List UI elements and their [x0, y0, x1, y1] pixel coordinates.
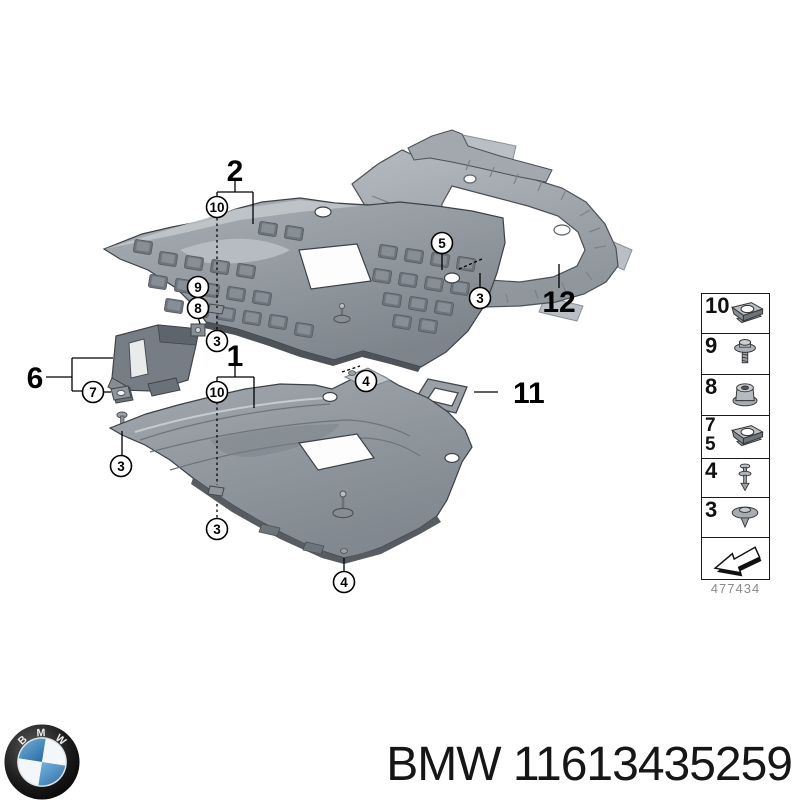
direction-of-travel-arrow-icon	[706, 540, 766, 580]
svg-text:8: 8	[194, 301, 202, 316]
callout-3-frame: 3	[468, 286, 492, 310]
part-bracket	[107, 323, 206, 397]
callout-7: 7	[81, 380, 105, 404]
screw-lower-shield	[332, 490, 354, 519]
svg-text:3: 3	[213, 522, 221, 537]
expansion-rivet-icon	[721, 461, 769, 496]
flanged-plastic-nut-icon	[721, 377, 769, 413]
legend-row-3: 3	[702, 498, 769, 538]
part-number-text: BMW 11613435259	[386, 738, 793, 791]
speed-nut-clip-icon	[721, 418, 769, 454]
callout-5: 5	[430, 231, 454, 255]
speed-nut-clip-icon	[721, 296, 769, 330]
part-label-6: 6	[27, 362, 44, 395]
leader-lines	[46, 181, 560, 571]
part-label-11: 11	[513, 377, 545, 410]
legend-row-10: 10	[702, 294, 769, 334]
hardware-clip-lower	[207, 485, 225, 497]
part-label-2: 2	[227, 155, 244, 188]
legend-row-4: 4	[702, 459, 769, 498]
bmw-logo: B M W	[4, 724, 80, 800]
part-clip-7	[110, 385, 134, 404]
callout-10-lower: 10	[205, 380, 229, 404]
svg-text:10: 10	[209, 200, 224, 215]
svg-text:9: 9	[194, 280, 202, 295]
legend-number: 10	[705, 293, 730, 318]
callout-4-upper: 4	[354, 369, 378, 393]
hex-bolt-washer-icon	[721, 336, 769, 372]
svg-text:3: 3	[476, 291, 484, 306]
svg-text:3: 3	[117, 459, 125, 474]
hardware-clip-upper	[207, 303, 225, 315]
legend-number: 3	[705, 497, 718, 522]
legend-row-arrow	[702, 538, 769, 581]
screw-upper-shield	[333, 302, 351, 324]
part-lower-shield	[108, 367, 473, 564]
svg-text:4: 4	[362, 374, 370, 389]
legend-number-secondary: 5	[705, 434, 716, 455]
svg-text:3: 3	[213, 334, 221, 349]
callout-8: 8	[186, 296, 210, 320]
part-label-12: 12	[542, 286, 575, 319]
legend-number: 4	[705, 458, 718, 483]
svg-text:5: 5	[438, 236, 446, 251]
part-upper-shield	[102, 197, 506, 372]
legend-row-9: 9	[702, 334, 769, 375]
part-label-1: 1	[227, 340, 244, 373]
legend-row-8: 8	[702, 375, 769, 416]
svg-text:7: 7	[89, 385, 97, 400]
callout-9: 9	[186, 275, 210, 299]
diagram-number: 477434	[710, 581, 761, 596]
push-rivet-icon	[721, 500, 769, 535]
svg-text:10: 10	[209, 385, 224, 400]
legend-panel: 10 9 8 7 5 4 3	[701, 293, 770, 580]
callout-3-upper: 3	[205, 329, 229, 353]
svg-text:4: 4	[340, 575, 348, 590]
roundel-quadrants	[18, 738, 66, 786]
callout-3-lower: 3	[205, 517, 229, 541]
callout-4-lower: 4	[332, 570, 356, 594]
callout-10-upper: 10	[205, 195, 229, 219]
legend-row-7-5: 7 5	[702, 416, 769, 459]
svg-text:M: M	[36, 727, 45, 739]
legend-number: 9	[705, 333, 718, 358]
legend-number: 7	[705, 415, 716, 436]
legend-number: 8	[705, 374, 718, 399]
callout-3-left: 3	[109, 454, 133, 478]
